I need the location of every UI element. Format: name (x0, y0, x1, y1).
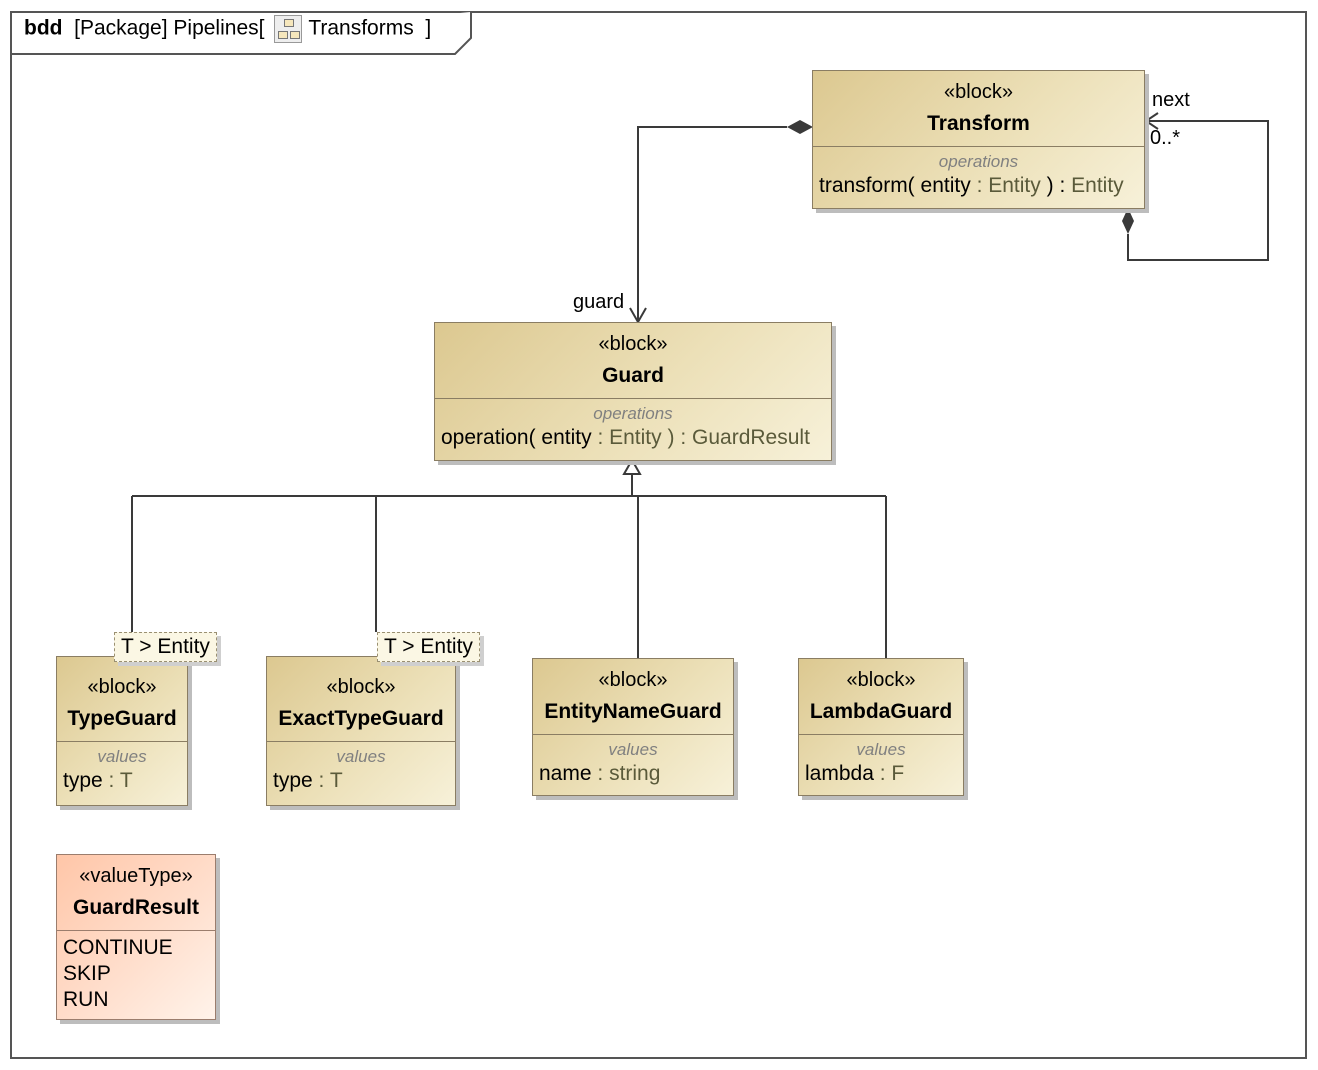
stereotype: «block» (87, 676, 157, 698)
package-diagram-icon (274, 15, 303, 43)
block-header: «valueType» GuardResult (57, 855, 215, 931)
operation-close: ) : (667, 426, 687, 449)
frame-diagram-name: Transforms (308, 16, 414, 40)
compartment-title: values (97, 747, 147, 766)
values-compartment: values type : T (267, 742, 455, 800)
stereotype: «block» (598, 669, 668, 691)
value-type: T (119, 769, 133, 792)
diagram-frame (10, 11, 1307, 1059)
value-name: type (273, 769, 313, 792)
block-entitynameguard[interactable]: «block» EntityNameGuard values name : st… (532, 658, 734, 796)
value-separator: : (108, 769, 115, 792)
value-type: T (329, 769, 343, 792)
frame-tab-shape (11, 12, 472, 55)
value-name: type (63, 769, 103, 792)
multiplicity-next: 0..* (1150, 127, 1181, 149)
composition-transform-next (1127, 120, 1269, 261)
enum-literal[interactable]: RUN (63, 988, 109, 1011)
arrowhead-next (1144, 112, 1159, 130)
enum-literal[interactable]: SKIP (63, 962, 111, 985)
values-compartment: values name : string (533, 735, 733, 793)
values-compartment: values lambda : F (799, 735, 963, 793)
return-type: Entity (1071, 174, 1124, 197)
value-separator: : (597, 762, 604, 785)
block-name: EntityNameGuard (544, 700, 722, 723)
operation-name: operation( entity (441, 426, 592, 449)
block-name: TypeGuard (67, 707, 177, 730)
value-name: lambda (805, 762, 874, 785)
value-property[interactable]: type : T (63, 768, 181, 794)
value-separator: : (318, 769, 325, 792)
stereotype: «block» (944, 81, 1013, 103)
value-property[interactable]: lambda : F (805, 761, 957, 787)
block-header: «block» Guard (435, 323, 831, 399)
parameter-type: Entity (609, 426, 662, 449)
generalization-triangle (622, 457, 642, 475)
operation-close: ) : (1046, 174, 1066, 197)
stereotype: «block» (598, 333, 668, 355)
compartment-title: values (856, 740, 906, 759)
block-typeguard[interactable]: «block» TypeGuard values type : T (56, 656, 188, 806)
block-header: «block» Transform (813, 71, 1144, 147)
compartment-title: operations (593, 404, 673, 423)
operation[interactable]: transform( entity : Entity ) : Entity (819, 173, 1138, 199)
stereotype: «valueType» (79, 865, 193, 887)
value-separator: : (879, 762, 886, 785)
values-compartment: values type : T (57, 742, 187, 800)
enumeration-literals: CONTINUE SKIP RUN (57, 931, 215, 1017)
role-label-guard: guard (573, 291, 625, 313)
frame-close: ] (425, 16, 432, 40)
return-type: GuardResult (692, 426, 810, 449)
block-header: «block» LambdaGuard (799, 659, 963, 735)
operation-name: transform( entity (819, 174, 971, 197)
operations-compartment: operations operation( entity : Entity ) … (435, 399, 831, 457)
frame-package: [Package] (74, 16, 168, 40)
valuetype-guardresult[interactable]: «valueType» GuardResult CONTINUE SKIP RU… (56, 854, 216, 1020)
enum-literal[interactable]: CONTINUE (63, 936, 173, 959)
composition-transform-guard (637, 126, 787, 322)
block-name: Guard (602, 364, 664, 387)
frame-title: bdd [Package] Pipelines[ Transforms ] (24, 15, 431, 43)
value-name: name (539, 762, 592, 785)
stereotype: «block» (326, 676, 396, 698)
operations-compartment: operations transform( entity : Entity ) … (813, 147, 1144, 205)
compartment-title: values (608, 740, 658, 759)
value-property[interactable]: type : T (273, 768, 449, 794)
operation[interactable]: operation( entity : Entity ) : GuardResu… (441, 425, 825, 451)
block-header: «block» EntityNameGuard (533, 659, 733, 735)
frame-name: Pipelines[ (173, 16, 265, 40)
block-transform[interactable]: «block» Transform operations transform( … (812, 70, 1145, 209)
stereotype: «block» (846, 669, 916, 691)
block-name: Transform (927, 112, 1030, 135)
value-property[interactable]: name : string (539, 761, 727, 787)
operation-separator: : (597, 426, 604, 449)
template-parameter-typeguard: T > Entity (114, 632, 217, 662)
composition-diamond-next (1122, 208, 1134, 234)
block-name: ExactTypeGuard (278, 707, 444, 730)
block-name: GuardResult (72, 896, 200, 919)
block-lambdaguard[interactable]: «block» LambdaGuard values lambda : F (798, 658, 964, 796)
template-parameter-exacttypeguard: T > Entity (377, 632, 480, 662)
block-header: «block» TypeGuard (57, 657, 187, 742)
compartment-title: operations (938, 152, 1019, 171)
value-type: F (891, 762, 905, 785)
operation-separator: : (976, 174, 983, 197)
block-header: «block» ExactTypeGuard (267, 657, 455, 742)
value-type: string (609, 762, 661, 785)
role-label-next: next (1152, 89, 1190, 111)
compartment-title: values (336, 747, 386, 766)
parameter-type: Entity (988, 174, 1041, 197)
frame-kind: bdd (24, 16, 63, 40)
block-guard[interactable]: «block» Guard operations operation( enti… (434, 322, 832, 461)
block-exacttypeguard[interactable]: «block» ExactTypeGuard values type : T (266, 656, 456, 806)
block-name: LambdaGuard (809, 700, 953, 723)
composition-diamond-guard (787, 120, 813, 134)
